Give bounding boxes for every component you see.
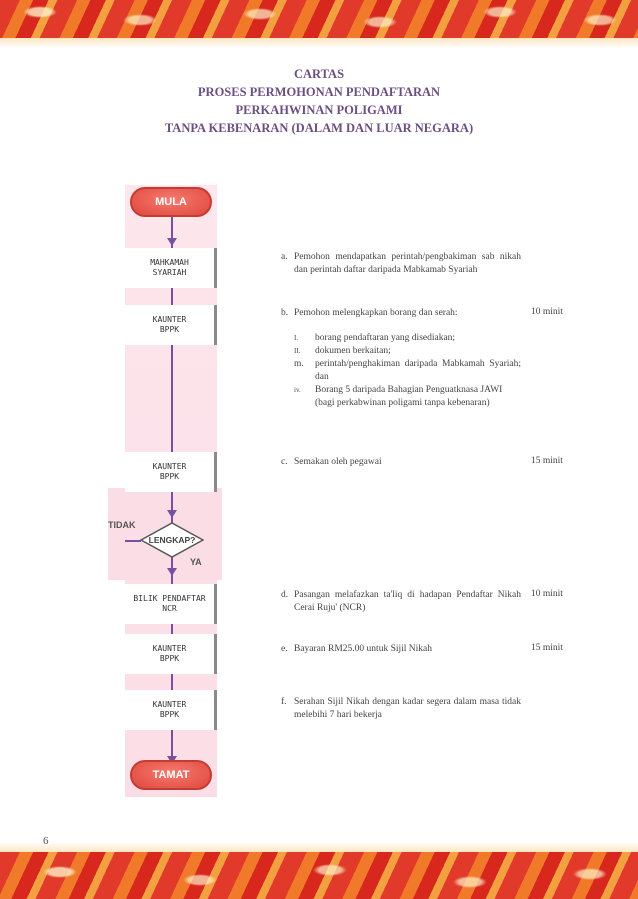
sub-item-text: dokumen berkaitan; [315, 346, 391, 356]
title-line-4: TANPA KEBENARAN (DALAM DAN LUAR NEGARA) [164, 121, 474, 135]
process-box-bilik-pendaftar-ncr: BILIK PENDAFTAR NCR [125, 584, 217, 624]
sub-item-text: borang pendaftaran yang disediakan; [315, 333, 456, 343]
start-label: MULA [155, 196, 187, 208]
sub-item-number: II. [294, 347, 301, 355]
box-label-line1: KAUNTER [152, 700, 187, 709]
step-c: c. Semakan oleh pegawai [281, 456, 521, 469]
box-label-line1: BILIK PENDAFTAR [133, 594, 206, 603]
step-f: f. Serahan Sijil Nikah dengan kadar sege… [281, 696, 521, 722]
box-label-line1: KAUNTER [152, 462, 187, 471]
step-letter: b. [281, 308, 289, 318]
title-line-1: CARTAS [293, 67, 345, 81]
process-box-kaunter-bppk: KAUNTER BPPK [125, 690, 217, 730]
step-letter: c. [281, 457, 288, 467]
box-label-line1: KAUNTER [152, 644, 187, 653]
arrow-down-icon [167, 510, 177, 518]
step-text: Bayaran RM25.00 untuk Sijil Nikah [294, 644, 433, 654]
top-border-fade [0, 38, 638, 48]
box-label-line2: NCR [162, 604, 177, 613]
page-number: 6 [43, 835, 49, 847]
title-line-2: PROSES PERMOHONAN PENDAFTARAN [197, 85, 441, 99]
process-box-kaunter-bppk: KAUNTER BPPK [125, 452, 217, 492]
bottom-border-fade [0, 842, 638, 852]
box-label-line2: SYARIAH [152, 268, 187, 277]
sub-item: m. perintah/penghakiman daripada Mabkama… [294, 358, 521, 384]
start-terminal: MULA [130, 187, 212, 217]
decision-label: LENGKAP? [148, 535, 196, 545]
step-b: b. Pemohon melengkapkan borang dan serah… [281, 307, 521, 410]
step-text: Pasangan melafazkan ta'liq di hadapan Pe… [294, 590, 521, 613]
no-label: TIDAK [108, 520, 136, 530]
step-letter: f. [281, 697, 287, 707]
step-b-duration: 10 minit [531, 307, 563, 317]
sub-item: I. borang pendaftaran yang disediakan; [294, 332, 521, 345]
process-box-kaunter-bppk: KAUNTER BPPK [125, 305, 217, 345]
bottom-decorative-border [0, 852, 638, 899]
arrow-down-icon [167, 568, 177, 576]
step-a: a. Pemohon mendapatkan perintah/pengbaki… [281, 251, 521, 277]
title-line-3: PERKAHWINAN POLIGAMI [235, 103, 403, 117]
box-label-line1: MAHKAMAH [150, 258, 189, 267]
top-decorative-border [0, 0, 638, 38]
box-label-line2: BPPK [159, 472, 180, 481]
step-text: Pemohon melengkapkan borang dan serah: [294, 308, 458, 318]
process-box-mahkamah-syariah: MAHKAMAH SYARIAH [125, 248, 217, 288]
no-branch-line [125, 540, 141, 542]
box-label-line2: BPPK [159, 325, 180, 334]
step-e-duration: 15 minit [531, 643, 563, 653]
step-text: Semakan oleh pegawai [294, 457, 382, 467]
step-text: Serahan Sijil Nikah dengan kadar segera … [294, 697, 521, 720]
arrow-down-icon [167, 238, 177, 246]
box-label-line1: KAUNTER [152, 315, 187, 324]
step-d-duration: 10 minit [531, 589, 563, 599]
step-e: e. Bayaran RM25.00 untuk Sijil Nikah [281, 643, 521, 656]
box-label-line2: BPPK [159, 710, 180, 719]
end-label: TAMAT [152, 769, 190, 781]
box-label-line2: BPPK [159, 654, 180, 663]
yes-label: YA [190, 557, 202, 567]
end-terminal: TAMAT [130, 760, 212, 790]
sub-item-text: Borang 5 daripada Bahagian Penguatknasa … [315, 385, 503, 408]
step-d: d. Pasangan melafazkan ta'liq di hadapan… [281, 589, 521, 615]
step-letter: e. [281, 644, 288, 654]
sub-item-text: perintah/penghakiman daripada Mabkamah S… [315, 359, 521, 382]
decision-diamond [140, 522, 204, 558]
sub-item-number: m. [294, 359, 304, 369]
sub-item-number: iv. [294, 386, 301, 394]
process-box-kaunter-bppk: KAUNTER BPPK [125, 634, 217, 674]
step-text: Pemohon mendapatkan perintah/pengbakiman… [294, 252, 521, 275]
step-c-duration: 15 minit [531, 456, 563, 466]
step-letter: a. [281, 252, 288, 262]
step-letter: d. [281, 590, 289, 600]
sub-item: iv. Borang 5 daripada Bahagian Penguatkn… [294, 384, 521, 410]
sub-item-number: I. [294, 334, 299, 342]
sub-item: II. dokumen berkaitan; [294, 345, 521, 358]
